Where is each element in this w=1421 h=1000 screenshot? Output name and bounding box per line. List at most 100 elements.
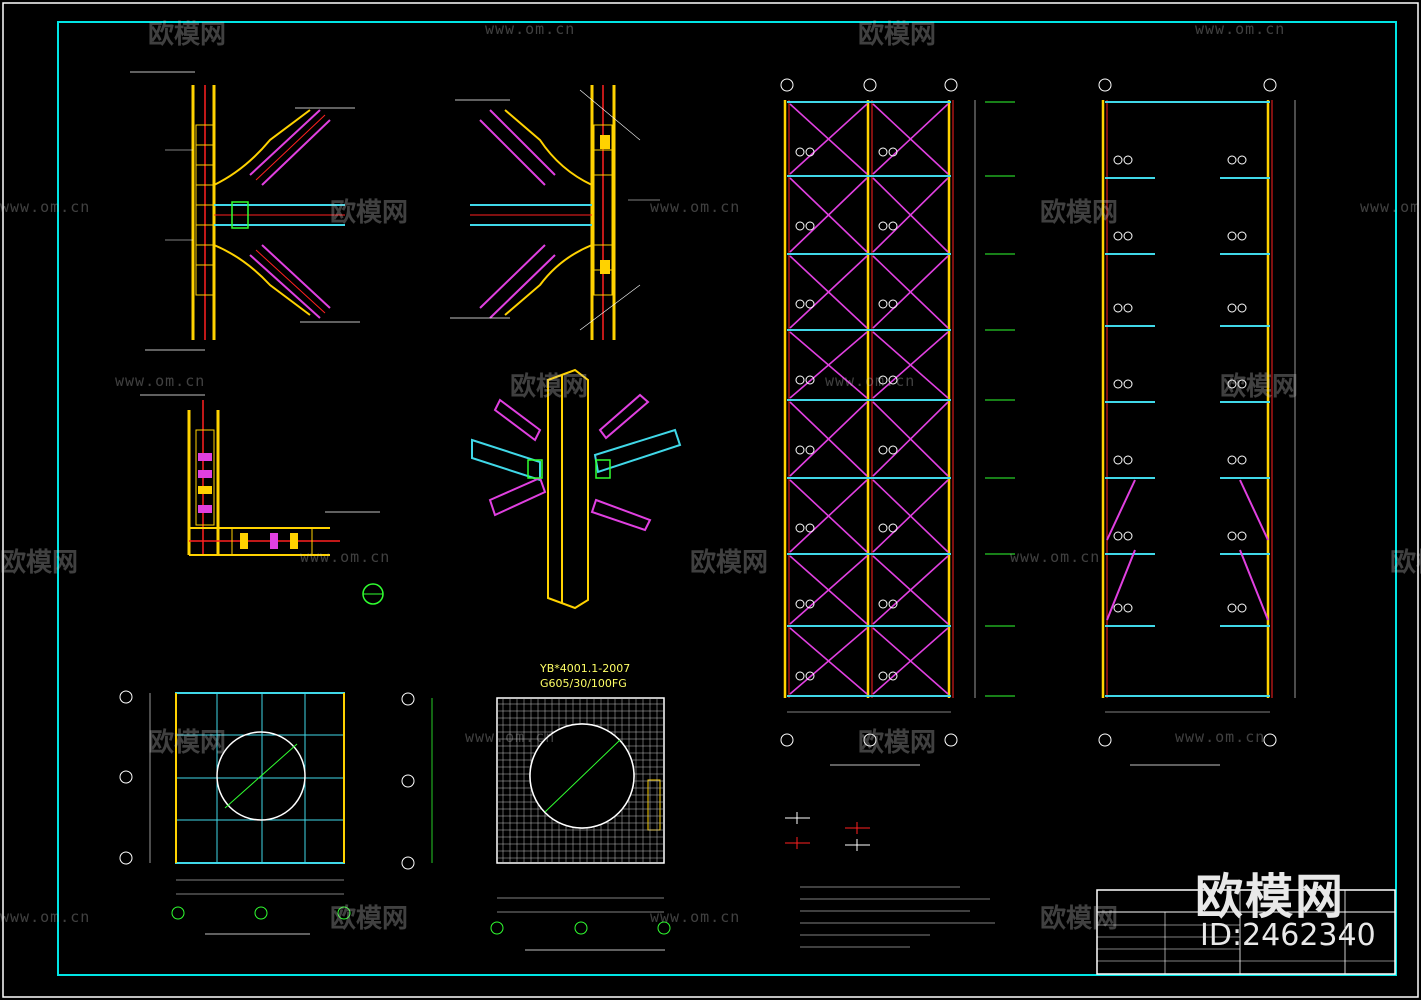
- node-marker: [795, 299, 805, 309]
- node-marker: [795, 445, 805, 455]
- grid-bubble: [944, 733, 958, 747]
- node-marker: [1237, 155, 1247, 165]
- brace: [872, 177, 949, 253]
- node-marker: [1123, 231, 1133, 241]
- node-marker: [795, 147, 805, 157]
- brace: [872, 401, 949, 477]
- brace: [789, 555, 868, 625]
- node-marker: [1113, 379, 1123, 389]
- node-marker: [805, 445, 815, 455]
- spec-line-2: G605/30/100FG: [540, 677, 627, 690]
- node-marker: [1237, 531, 1247, 541]
- node-marker: [1227, 155, 1237, 165]
- node-marker: [1237, 379, 1247, 389]
- title-block: [1096, 889, 1396, 975]
- node-marker: [1227, 379, 1237, 389]
- plan-grating-right: [401, 692, 671, 951]
- brand-id: ID:2462340: [1200, 918, 1376, 953]
- node-marker: [795, 671, 805, 681]
- node-marker: [878, 147, 888, 157]
- node-marker: [1113, 531, 1123, 541]
- node-marker: [878, 599, 888, 609]
- grid-bubble: [1098, 733, 1112, 747]
- node-marker: [888, 599, 898, 609]
- grid-bubble: [863, 733, 877, 747]
- joint-detail-1: [130, 71, 360, 351]
- node-marker: [795, 523, 805, 533]
- brand-logo: 欧模网: [1195, 869, 1346, 925]
- isometric-joint-view: [471, 368, 682, 610]
- node-marker: [805, 299, 815, 309]
- node-marker: [888, 671, 898, 681]
- brace: [789, 479, 868, 553]
- node-marker: [878, 221, 888, 231]
- node-marker: [805, 221, 815, 231]
- joint-detail-2: [450, 85, 660, 340]
- node-marker: [878, 671, 888, 681]
- brace: [1239, 479, 1269, 541]
- node-marker: [795, 221, 805, 231]
- grid-bubble: [1098, 78, 1112, 92]
- node-marker: [1113, 231, 1123, 241]
- node-marker: [1123, 531, 1133, 541]
- brace: [789, 331, 868, 399]
- node-marker: [805, 523, 815, 533]
- joint-detail-3: [140, 394, 384, 605]
- brace: [1239, 549, 1269, 621]
- node-marker: [795, 375, 805, 385]
- drawing-frame: [57, 21, 1397, 976]
- legend-notes: [785, 812, 995, 948]
- brace: [872, 331, 949, 399]
- node-marker: [1123, 455, 1133, 465]
- grid-bubble: [1263, 78, 1277, 92]
- node-marker: [1113, 155, 1123, 165]
- node-marker: [888, 221, 898, 231]
- node-marker: [878, 299, 888, 309]
- node-marker: [1113, 603, 1123, 613]
- grid-bubble: [1263, 733, 1277, 747]
- brace: [789, 627, 868, 695]
- spec-line-1: YB*4001.1-2007: [540, 662, 631, 675]
- node-marker: [1237, 303, 1247, 313]
- elevation-braced-frame: [780, 78, 1015, 766]
- node-marker: [1227, 531, 1237, 541]
- node-marker: [888, 445, 898, 455]
- node-marker: [1237, 455, 1247, 465]
- node-marker: [805, 147, 815, 157]
- brace: [1106, 479, 1136, 541]
- grid-bubble: [780, 733, 794, 747]
- node-marker: [1123, 379, 1133, 389]
- brace: [789, 103, 868, 175]
- node-marker: [888, 299, 898, 309]
- node-marker: [1123, 155, 1133, 165]
- grid-bubble: [944, 78, 958, 92]
- node-marker: [1237, 231, 1247, 241]
- brace: [789, 401, 868, 477]
- brace: [789, 255, 868, 329]
- plan-layout-left: [119, 690, 351, 935]
- node-marker: [805, 599, 815, 609]
- node-marker: [888, 523, 898, 533]
- node-marker: [1227, 455, 1237, 465]
- brace: [872, 103, 949, 175]
- brace: [872, 555, 949, 625]
- node-marker: [1227, 303, 1237, 313]
- brace: [872, 627, 949, 695]
- elevation-side-frame: [1098, 78, 1296, 766]
- diameter-line: [544, 739, 621, 813]
- node-marker: [1123, 303, 1133, 313]
- brace: [789, 177, 868, 253]
- brace: [1106, 549, 1136, 621]
- brace: [872, 255, 949, 329]
- node-marker: [878, 375, 888, 385]
- node-marker: [1227, 603, 1237, 613]
- node-marker: [1237, 603, 1247, 613]
- node-marker: [1113, 303, 1123, 313]
- brace: [872, 479, 949, 553]
- node-marker: [805, 671, 815, 681]
- node-marker: [1227, 231, 1237, 241]
- node-marker: [805, 375, 815, 385]
- node-marker: [1123, 603, 1133, 613]
